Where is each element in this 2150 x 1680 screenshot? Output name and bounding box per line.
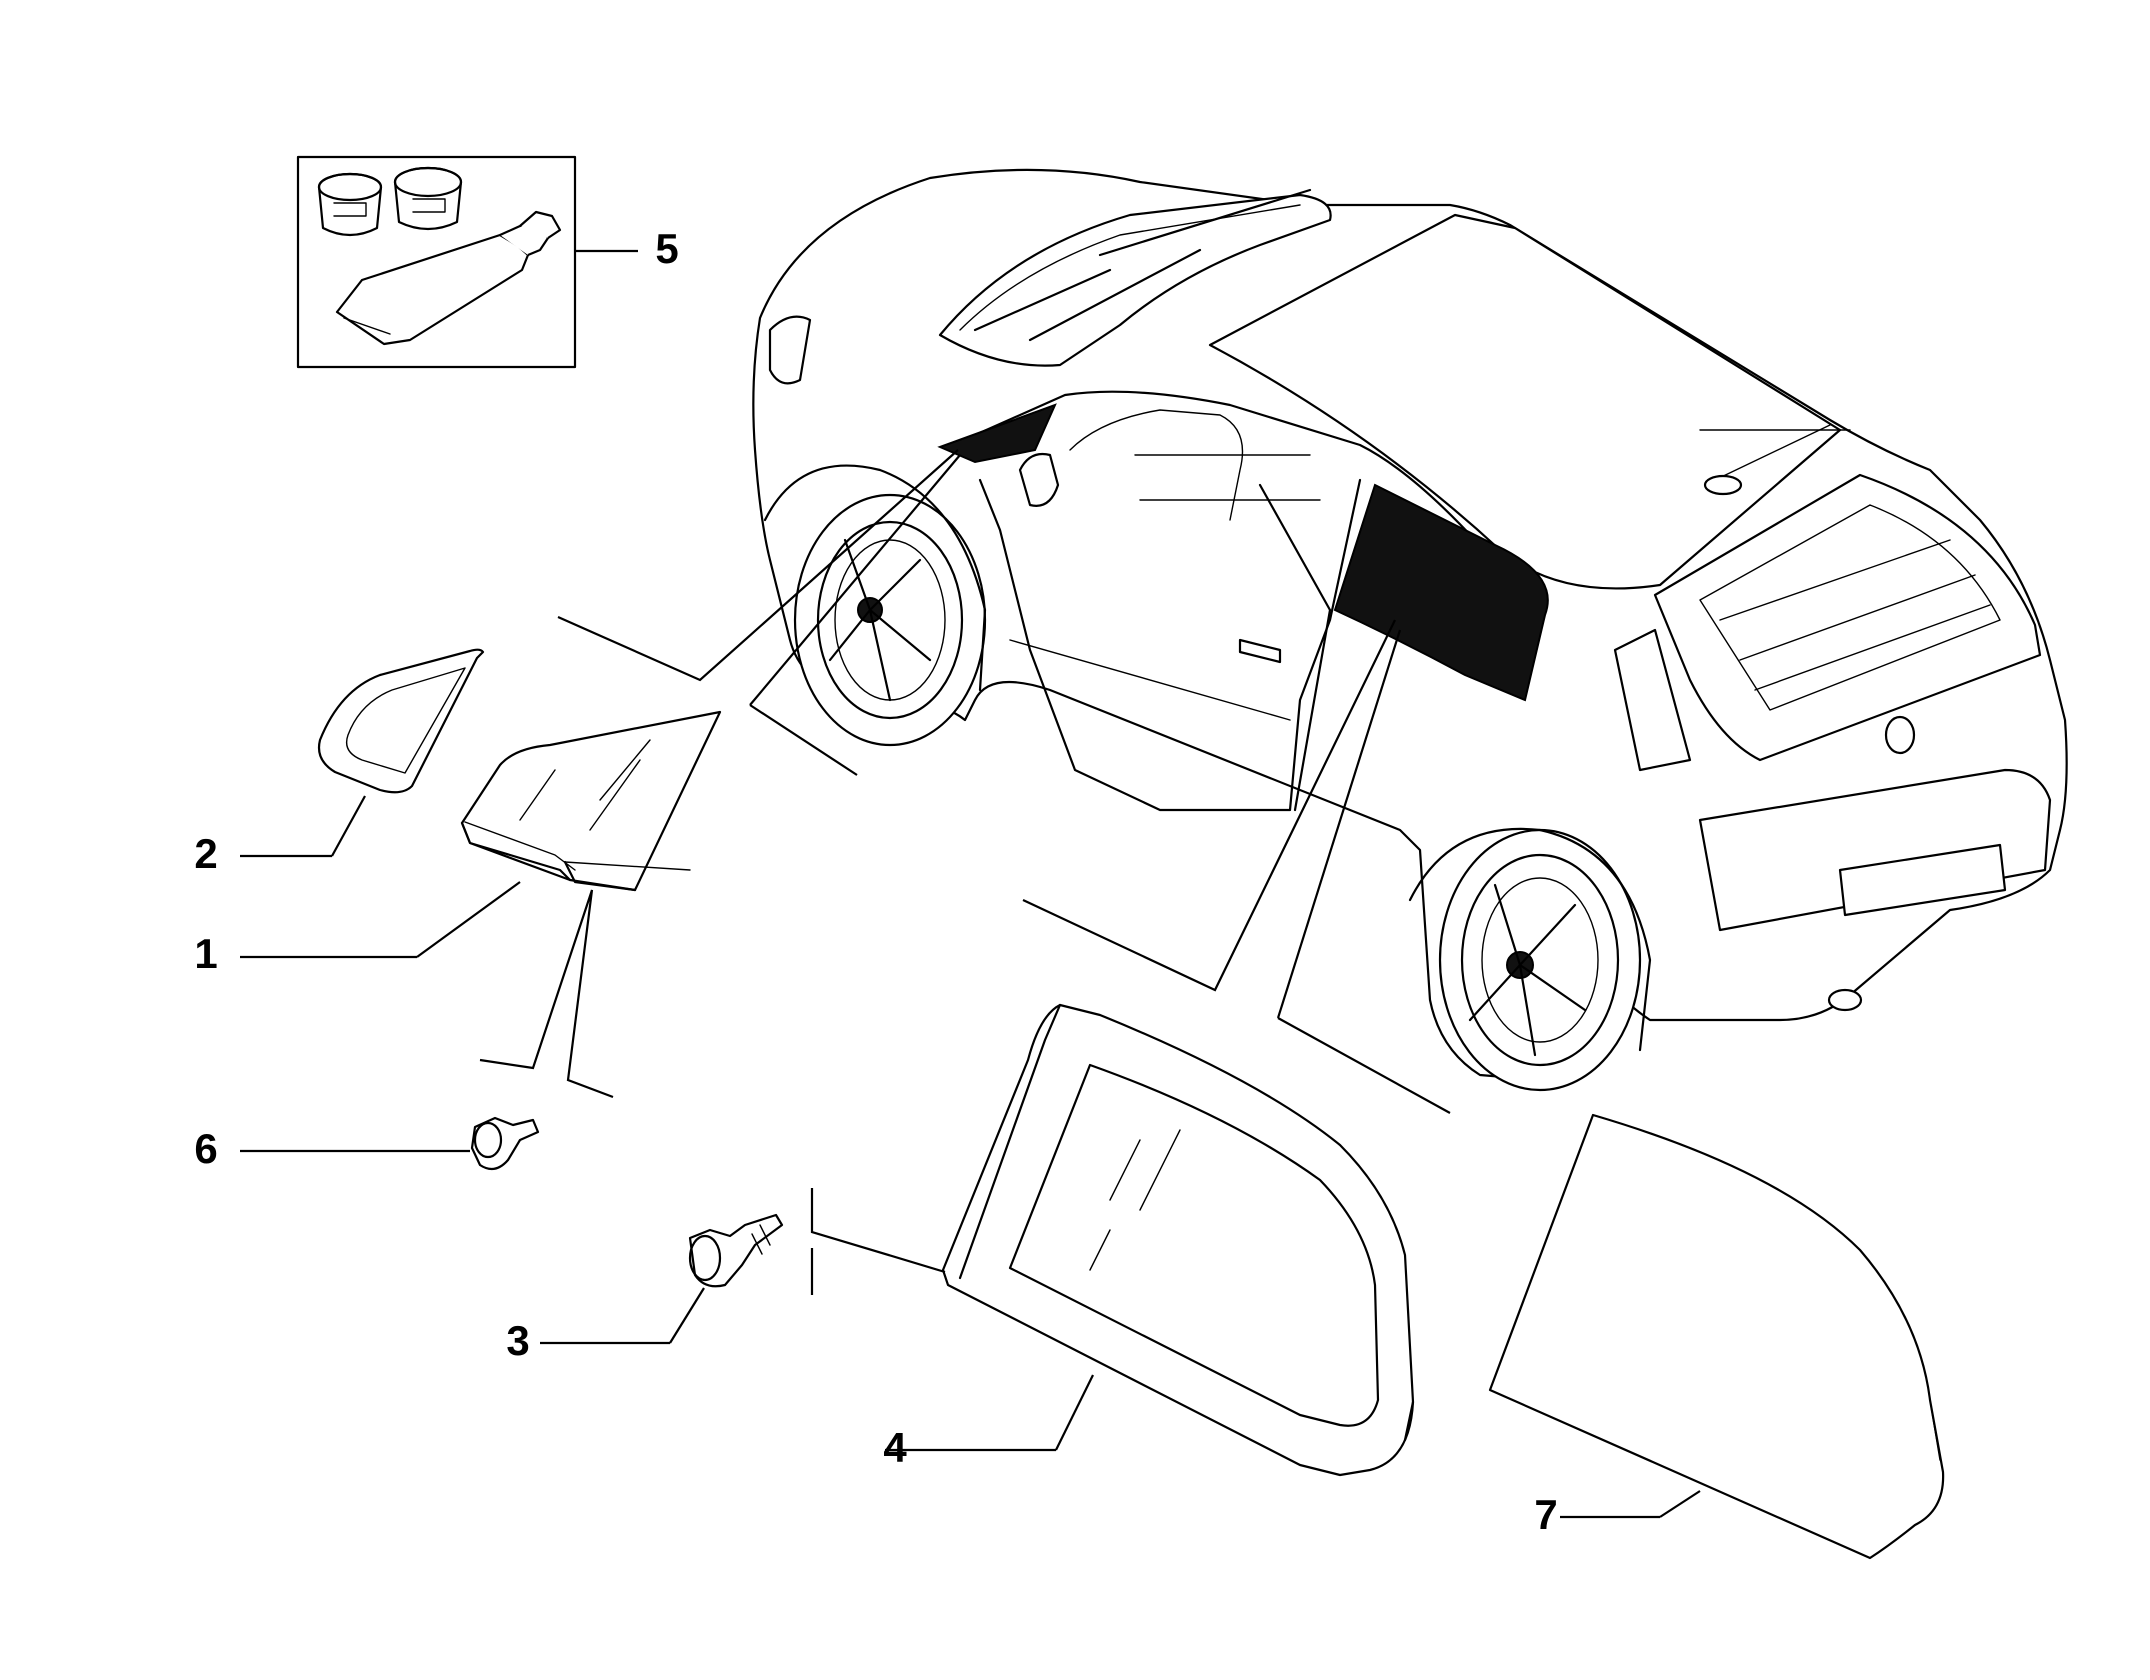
callout-3: 3 — [506, 1317, 529, 1364]
rear-side-glass-highlight — [1333, 483, 1549, 702]
callout-labels: 2 1 6 3 4 5 7 — [194, 225, 1557, 1538]
part-7-rear-side-glass — [1488, 1113, 1945, 1560]
callout-2: 2 — [194, 830, 217, 877]
callout-7: 7 — [1534, 1491, 1557, 1538]
callout-1: 1 — [194, 930, 217, 977]
part-2-quarter-seal — [317, 648, 485, 794]
cup-icon — [393, 166, 463, 231]
tube-icon — [335, 210, 562, 346]
front-quarter-glass-highlight — [937, 403, 1057, 464]
front-wheel — [793, 493, 987, 747]
callout-4: 4 — [883, 1424, 907, 1471]
cup-icon — [317, 172, 383, 237]
part-5-adhesive-kit — [296, 155, 638, 369]
rear-wheel — [1438, 828, 1642, 1092]
part-3-fastener — [688, 1213, 784, 1288]
callout-6: 6 — [194, 1125, 217, 1172]
part-1-front-quarter-glass — [460, 710, 722, 892]
car-illustration — [752, 168, 2068, 1092]
part-6-clip — [470, 1116, 540, 1171]
part-4-rear-side-glass — [941, 1003, 1415, 1477]
callout-5: 5 — [655, 225, 678, 272]
reference-lines — [557, 449, 1451, 1114]
kit-frame — [296, 155, 577, 369]
